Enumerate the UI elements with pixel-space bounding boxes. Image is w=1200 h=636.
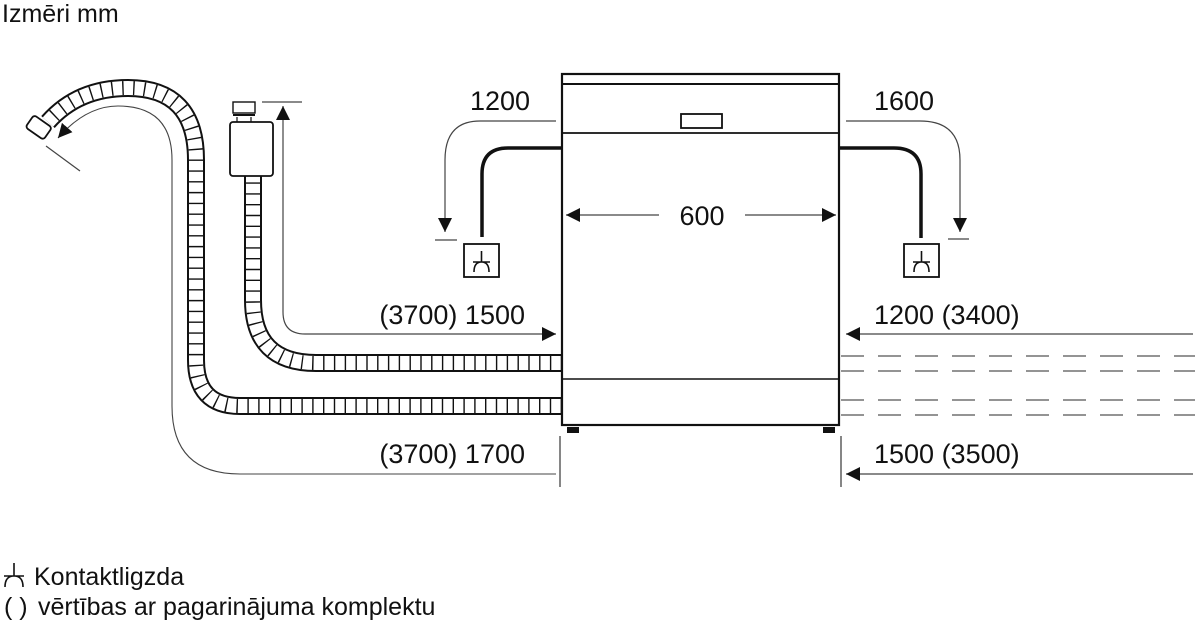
legend-socket-label: Kontaktligzda <box>34 563 185 591</box>
drain-left-label: (3700) 1700 <box>379 439 525 469</box>
right-side-hoses <box>841 355 1195 416</box>
width-dimension: 600 <box>566 201 836 231</box>
legend-parentheses: ( ) vērtības ar pagarinājuma komplektu <box>4 593 435 621</box>
inlet-hose: (3700) 1500 <box>229 101 562 372</box>
inlet-left-label: (3700) 1500 <box>379 300 525 330</box>
foot-right-icon <box>823 427 835 433</box>
display-icon <box>680 113 723 129</box>
legend-paren-symbol: ( ) <box>4 593 28 621</box>
inlet-right-label: 1200 (3400) <box>874 300 1020 330</box>
legend-socket: Kontaktligzda <box>4 563 184 591</box>
aquastop-valve-icon <box>229 121 274 177</box>
foot-left-icon <box>567 427 579 433</box>
width-label: 600 <box>679 201 724 231</box>
drain-hose: (3700) 1700 <box>25 78 562 475</box>
socket-right-icon <box>903 243 940 278</box>
power-cord-left: 1200 <box>435 86 562 278</box>
legend-paren-label: vērtības ar pagarinājuma komplektu <box>38 593 436 621</box>
legend-socket-icon <box>4 563 24 588</box>
dishwasher <box>560 72 841 433</box>
power-cord-left-label: 1200 <box>470 86 530 116</box>
power-cord-right-label: 1600 <box>874 86 934 116</box>
drain-hose-end-icon <box>25 115 52 140</box>
page-title: Izmēri mm <box>2 0 119 28</box>
drain-right-label: 1500 (3500) <box>874 439 1020 469</box>
power-cord-right: 1600 <box>840 86 969 278</box>
